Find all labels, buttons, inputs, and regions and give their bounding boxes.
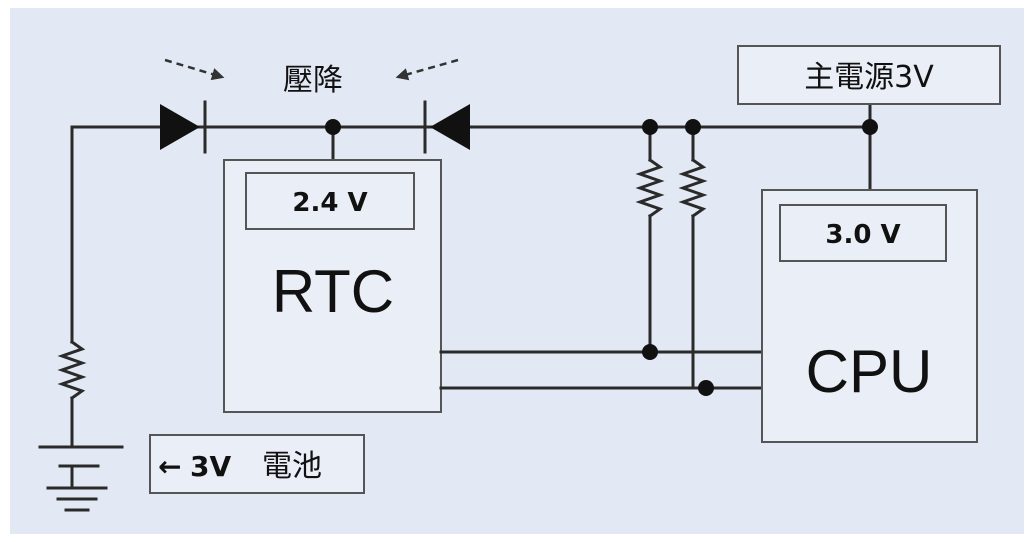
pullup-resistor-2	[678, 157, 708, 219]
battery-voltage-label: 3V	[190, 450, 231, 483]
junction-rtc	[325, 119, 341, 135]
junction-r1-bottom	[642, 344, 658, 360]
main-power-box	[737, 45, 1001, 105]
battery-resistor	[57, 339, 87, 401]
junction-dots	[325, 119, 878, 396]
junction-r1-top	[642, 119, 658, 135]
cpu-voltage-box	[779, 204, 947, 262]
cpu-voltage-label: 3.0 V	[825, 220, 900, 250]
voltage-drop-label: 壓降	[283, 63, 343, 98]
battery-label-box	[149, 434, 365, 494]
rtc-voltage-box	[245, 172, 415, 230]
rtc-voltage-label: 2.4 V	[292, 188, 367, 218]
left-dashed-arrow	[164, 58, 225, 81]
junction-r2-top	[685, 119, 701, 135]
cpu-label: CPU	[806, 338, 933, 405]
battery-arrow-label: ←	[158, 450, 181, 483]
rtc-label: RTC	[272, 258, 394, 325]
battery-symbol	[38, 445, 124, 512]
main-power-label: 主電源3V	[804, 60, 934, 95]
right-diode	[423, 100, 470, 154]
pullup-resistor-1	[635, 157, 665, 219]
right-dashed-arrow	[395, 58, 459, 81]
battery-label: 電池	[262, 449, 322, 484]
left-diode	[160, 100, 207, 154]
junction-r2-bottom	[698, 380, 714, 396]
junction-main	[862, 119, 878, 135]
